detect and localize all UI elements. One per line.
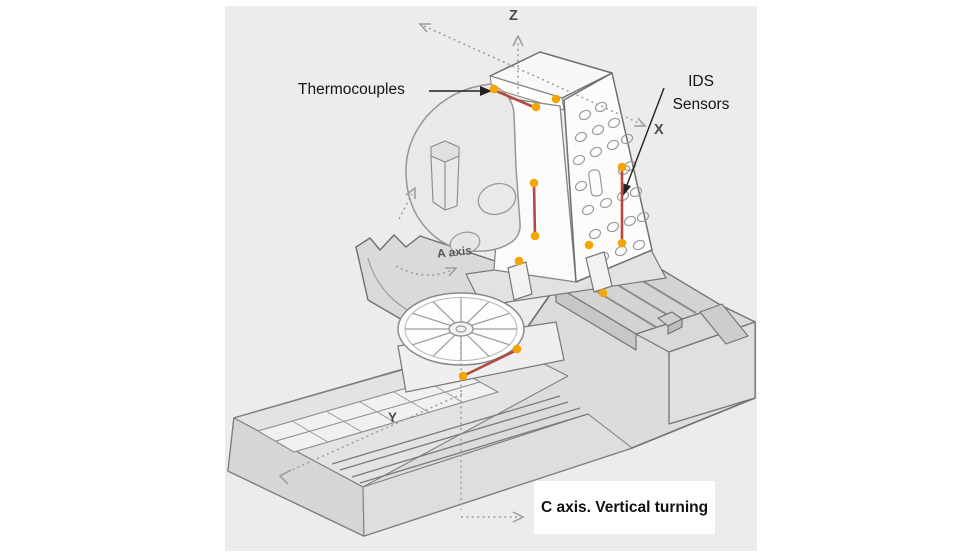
ids-sensors-label: IDS Sensors <box>672 73 730 113</box>
x-axis-label: X <box>654 122 664 138</box>
thermocouples-label: Thermocouples <box>298 81 405 98</box>
axis-dashed-lines <box>278 23 647 523</box>
c-axis-label: C axis. Vertical turning <box>541 498 709 516</box>
c-axis-label-box: C axis. Vertical turning <box>534 481 715 534</box>
spindle-head <box>405 83 521 255</box>
y-axis-label: Y <box>388 410 398 425</box>
way-covers <box>257 371 499 453</box>
annotation-arrows <box>429 86 665 196</box>
rotary-table <box>397 292 565 393</box>
z-axis-label: Z <box>509 8 518 24</box>
sensor-markers <box>458 84 627 381</box>
